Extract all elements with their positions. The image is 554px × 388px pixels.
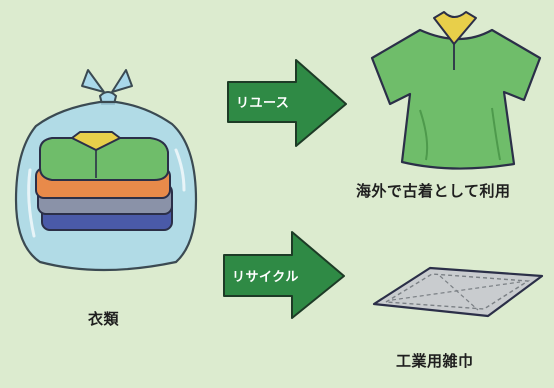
recycle-result-label: 工業用雑巾 [396, 352, 474, 370]
reuse-result-label: 海外で古着として利用 [356, 182, 511, 200]
source-label: 衣類 [88, 310, 120, 328]
reuse-arrow-label: リユース [236, 96, 290, 111]
recycle-arrow-label: リサイクル [232, 270, 299, 285]
